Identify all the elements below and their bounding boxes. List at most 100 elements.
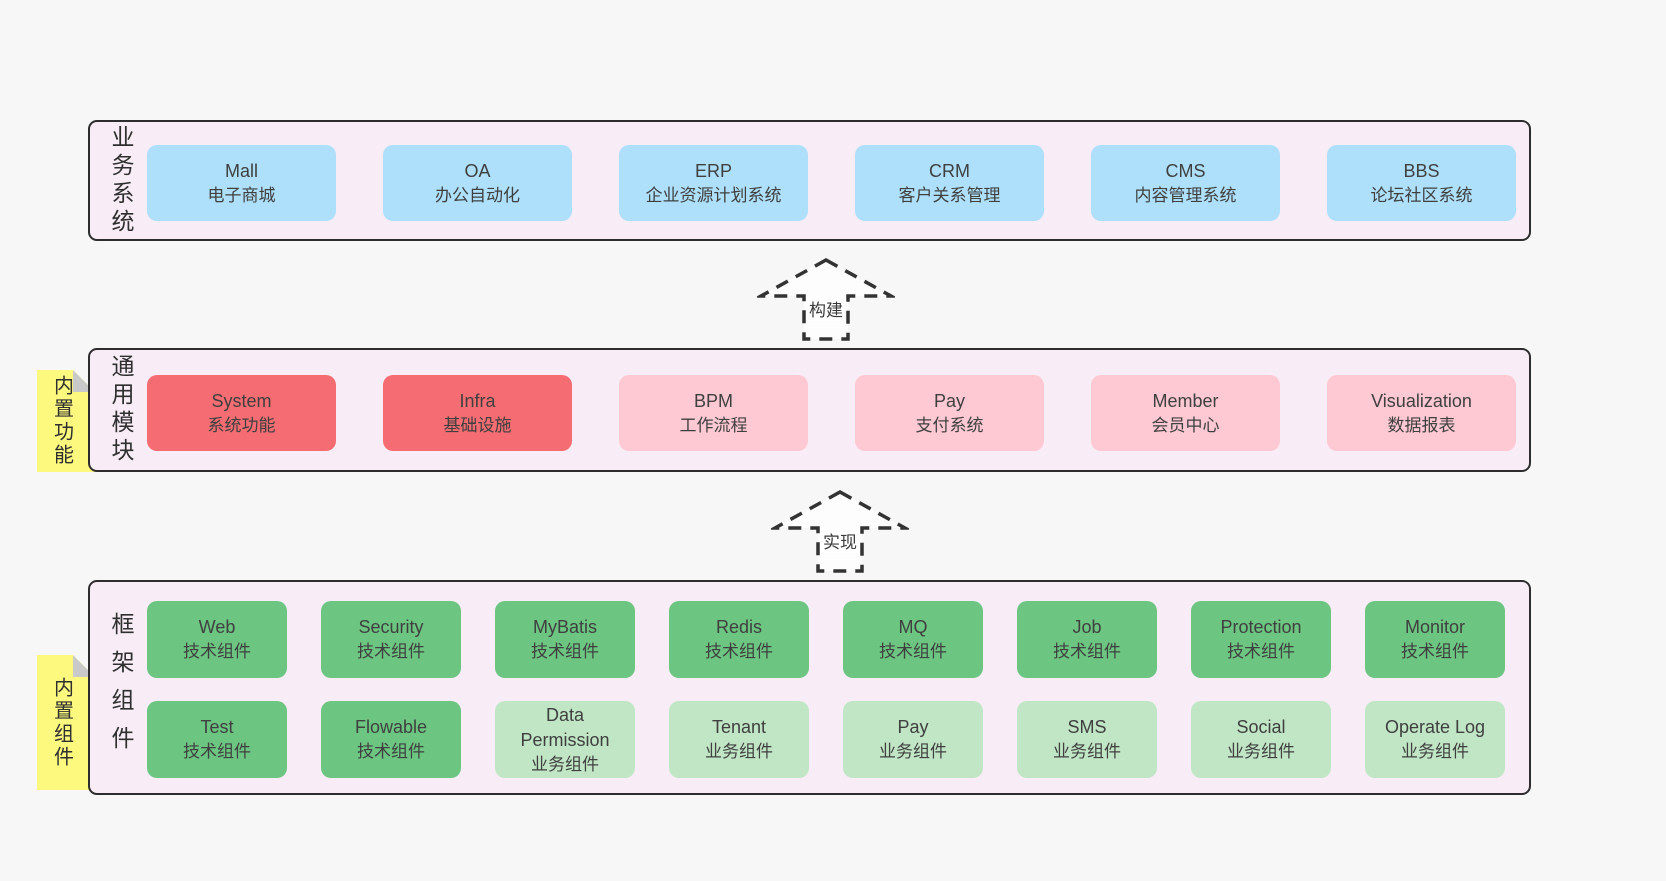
box-title: OA — [464, 160, 491, 181]
box-title: CRM — [929, 160, 970, 181]
box-title: CMS — [1165, 160, 1206, 181]
box-title: Member — [1152, 390, 1219, 411]
box-title: Visualization — [1371, 390, 1472, 411]
box-title: Test — [200, 717, 234, 738]
box-subtitle: 业务组件 — [1053, 742, 1121, 762]
box-title: BPM — [693, 390, 733, 411]
box-pay: Pay 支付系统 — [855, 375, 1044, 451]
box-infra: Infra 基础设施 — [383, 375, 572, 451]
box-tenant: Tenant 业务组件 — [669, 701, 809, 778]
box-title: Monitor — [1404, 617, 1466, 638]
box-subtitle: 技术组件 — [531, 642, 599, 662]
box-title: SMS — [1067, 717, 1107, 738]
box-web: Web 技术组件 — [147, 601, 287, 678]
business-box-row: Mall 电子商城 OA 办公自动化 ERP 企业资源计划系统 CRM 客户关系… — [90, 145, 1529, 221]
box-mall: Mall 电子商城 — [147, 145, 336, 221]
box-job: Job 技术组件 — [1017, 601, 1157, 678]
box-subtitle: 技术组件 — [183, 642, 251, 662]
layer-business-systems: 业务系统 Mall 电子商城 OA 办公自动化 ERP 企业资源计划系统 CRM… — [88, 120, 1531, 241]
sticky-note-built-in-components: 内置组件 — [37, 655, 95, 790]
box-title: System — [211, 390, 272, 411]
box-member: Member 会员中心 — [1091, 375, 1280, 451]
arrow-implement: 实现 — [771, 488, 909, 574]
box-erp: ERP 企业资源计划系统 — [619, 145, 808, 221]
box-title: Security — [358, 617, 424, 638]
box-test: Test 技术组件 — [147, 701, 287, 778]
box-title: Data Permission — [520, 704, 610, 750]
box-redis: Redis 技术组件 — [669, 601, 809, 678]
box-mybatis: MyBatis 技术组件 — [495, 601, 635, 678]
modules-box-row: System 系统功能 Infra 基础设施 BPM 工作流程 Pay 支付系统… — [90, 375, 1529, 451]
box-subtitle: 办公自动化 — [435, 185, 520, 205]
box-subtitle: 技术组件 — [705, 642, 773, 662]
box-operate-log: Operate Log 业务组件 — [1365, 701, 1505, 778]
box-title: Web — [198, 617, 236, 638]
box-subtitle: 技术组件 — [1053, 642, 1121, 662]
box-title: Flowable — [354, 717, 428, 738]
box-title: ERP — [694, 160, 732, 181]
box-subtitle: 论坛社区系统 — [1370, 185, 1473, 205]
box-protection: Protection 技术组件 — [1191, 601, 1331, 678]
box-subtitle: 企业资源计划系统 — [645, 185, 782, 205]
box-title: Mall — [224, 160, 258, 181]
box-title: Tenant — [711, 717, 767, 738]
layer-framework-components: 框架组件 Web 技术组件 Security 技术组件 MyBatis 技术组件… — [88, 580, 1531, 795]
box-title: Pay — [933, 390, 966, 411]
arrow-label: 实现 — [820, 528, 860, 553]
box-subtitle: 工作流程 — [679, 415, 748, 435]
layer-common-modules: 通用模块 System 系统功能 Infra 基础设施 BPM 工作流程 Pay… — [88, 348, 1531, 472]
components-box-row-2: Test 技术组件 Flowable 技术组件 Data Permission … — [90, 701, 1529, 778]
box-subtitle: 业务组件 — [879, 742, 947, 762]
box-mq: MQ 技术组件 — [843, 601, 983, 678]
sticky-note-built-in-features: 内置功能 — [37, 370, 95, 472]
box-title: Protection — [1220, 617, 1302, 638]
arrow-label: 构建 — [806, 296, 846, 321]
box-social: Social 业务组件 — [1191, 701, 1331, 778]
box-title: Pay — [897, 717, 929, 738]
arrow-build: 构建 — [757, 256, 895, 342]
box-title: MQ — [898, 617, 928, 638]
box-title: Operate Log — [1384, 717, 1486, 738]
box-security: Security 技术组件 — [321, 601, 461, 678]
box-subtitle: 支付系统 — [915, 415, 984, 435]
box-flowable: Flowable 技术组件 — [321, 701, 461, 778]
box-subtitle: 业务组件 — [705, 742, 773, 762]
box-crm: CRM 客户关系管理 — [855, 145, 1044, 221]
box-subtitle: 系统功能 — [207, 415, 276, 435]
components-box-row-1: Web 技术组件 Security 技术组件 MyBatis 技术组件 Redi… — [90, 601, 1529, 678]
box-monitor: Monitor 技术组件 — [1365, 601, 1505, 678]
box-sms: SMS 业务组件 — [1017, 701, 1157, 778]
box-bpm: BPM 工作流程 — [619, 375, 808, 451]
box-title: MyBatis — [532, 617, 597, 638]
sticky-note-label: 内置组件 — [50, 676, 73, 769]
box-subtitle: 技术组件 — [357, 742, 425, 762]
box-pay-component: Pay 业务组件 — [843, 701, 983, 778]
box-visualization: Visualization 数据报表 — [1327, 375, 1516, 451]
layer-label-business-systems: 业务系统 — [108, 124, 134, 237]
box-title: BBS — [1403, 160, 1440, 181]
box-cms: CMS 内容管理系统 — [1091, 145, 1280, 221]
box-subtitle: 业务组件 — [1401, 742, 1469, 762]
box-subtitle: 客户关系管理 — [898, 185, 1001, 205]
box-subtitle: 技术组件 — [357, 642, 425, 662]
box-bbs: BBS 论坛社区系统 — [1327, 145, 1516, 221]
box-subtitle: 会员中心 — [1151, 415, 1220, 435]
layer-label-common-modules: 通用模块 — [108, 354, 134, 466]
box-title: Infra — [459, 390, 496, 411]
box-subtitle: 数据报表 — [1387, 415, 1456, 435]
sticky-note-label: 内置功能 — [50, 375, 73, 467]
box-subtitle: 技术组件 — [1401, 642, 1469, 662]
box-oa: OA 办公自动化 — [383, 145, 572, 221]
box-subtitle: 技术组件 — [1227, 642, 1295, 662]
box-subtitle: 技术组件 — [183, 742, 251, 762]
box-subtitle: 业务组件 — [1227, 742, 1295, 762]
layer-label-framework-components: 框架组件 — [108, 611, 134, 764]
box-subtitle: 基础设施 — [443, 415, 512, 435]
box-subtitle: 业务组件 — [531, 754, 599, 774]
box-data-permission: Data Permission 业务组件 — [495, 701, 635, 778]
box-title: Social — [1236, 717, 1286, 738]
box-title: Job — [1072, 617, 1102, 638]
box-subtitle: 内容管理系统 — [1134, 185, 1237, 205]
box-subtitle: 电子商城 — [207, 185, 276, 205]
